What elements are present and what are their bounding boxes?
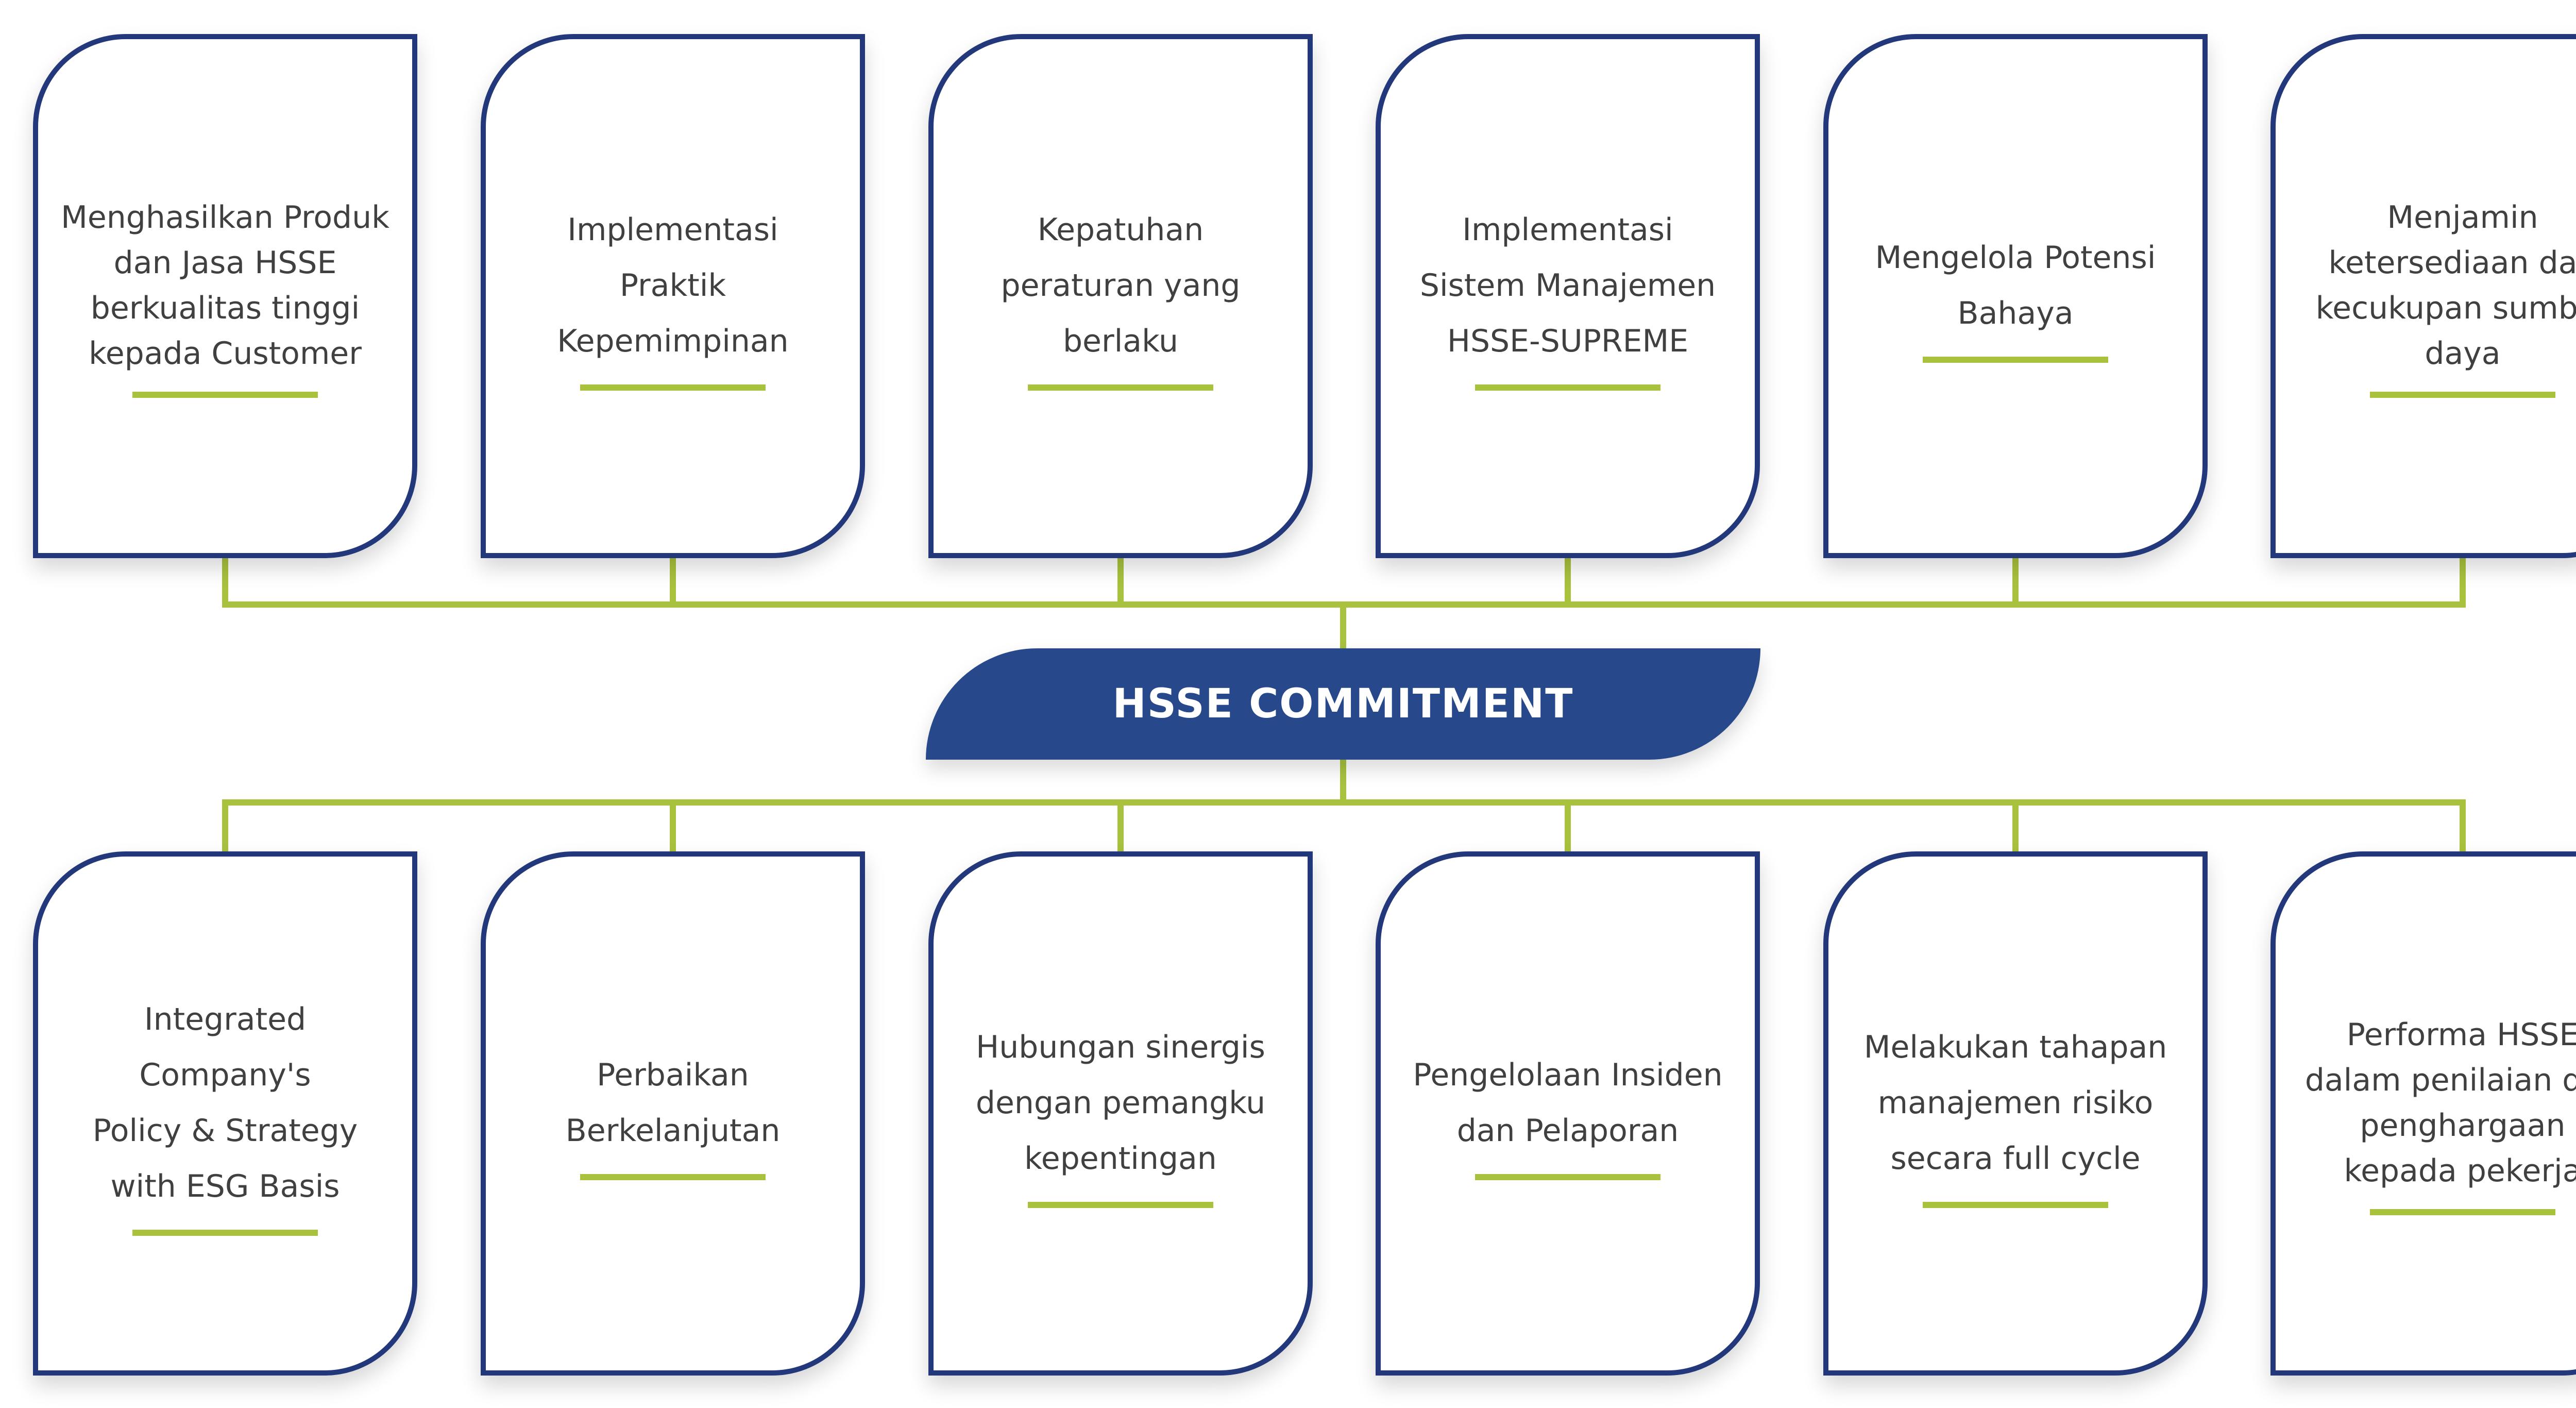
card-accent-bar [1028,384,1213,391]
bottom-card-4: Pengelolaan Insiden dan Pelaporan [1376,851,1760,1376]
card-accent-bar [132,1229,318,1236]
card-accent-bar [580,384,766,391]
bottom-card-5: Melakukan tahapan manajemen risiko secar… [1823,851,2208,1376]
card-text: Hubungan sinergis dengan pemangku kepent… [975,1029,1266,1177]
card-text: Kepatuhan peraturan yang berlaku [1001,211,1241,359]
card-text: Melakukan tahapan manajemen risiko secar… [1863,1029,2167,1177]
card-text: Menghasilkan Produk dan Jasa HSSE berkua… [61,199,389,372]
card-text: Performa HSSE dalam penilaian dan pengha… [2304,1016,2576,1189]
bottom-card-2: Perbaikan Berkelanjutan [481,851,865,1376]
card-accent-bar [2370,391,2555,398]
card-text: Mengelola Potensi Bahaya [1875,239,2156,331]
card-accent-bar [2370,1209,2555,1215]
card-text: Menjamin ketersediaan dan kecukupan sumb… [2315,199,2576,372]
bottom-card-6: Performa HSSE dalam penilaian dan pengha… [2270,851,2576,1376]
card-text: Perbaikan Berkelanjutan [565,1057,781,1149]
top-card-4: Implementasi Sistem Manajemen HSSE-SUPRE… [1376,34,1760,558]
card-accent-bar [1475,384,1660,391]
card-accent-bar [132,391,318,398]
card-accent-bar [1923,1201,2108,1208]
hsse-commitment-label: HSSE COMMITMENT [1112,681,1574,727]
card-text: Integrated Company's Policy & Strategy w… [92,1001,358,1204]
top-card-2: Implementasi Praktik Kepemimpinan [481,34,865,558]
card-text: Implementasi Praktik Kepemimpinan [557,211,789,359]
top-card-1: Menghasilkan Produk dan Jasa HSSE berkua… [33,34,417,558]
card-accent-bar [1028,1201,1213,1208]
card-accent-bar [1923,356,2108,363]
bottom-card-3: Hubungan sinergis dengan pemangku kepent… [928,851,1313,1376]
card-accent-bar [1475,1174,1660,1180]
top-card-3: Kepatuhan peraturan yang berlaku [928,34,1313,558]
card-accent-bar [580,1174,766,1180]
bottom-card-1: Integrated Company's Policy & Strategy w… [33,851,417,1376]
card-text: Implementasi Sistem Manajemen HSSE-SUPRE… [1419,211,1716,359]
card-text: Pengelolaan Insiden dan Pelaporan [1413,1057,1723,1149]
hsse-commitment-banner: HSSE COMMITMENT [926,648,1760,760]
top-card-5: Mengelola Potensi Bahaya [1823,34,2208,558]
top-card-6: Menjamin ketersediaan dan kecukupan sumb… [2270,34,2576,558]
